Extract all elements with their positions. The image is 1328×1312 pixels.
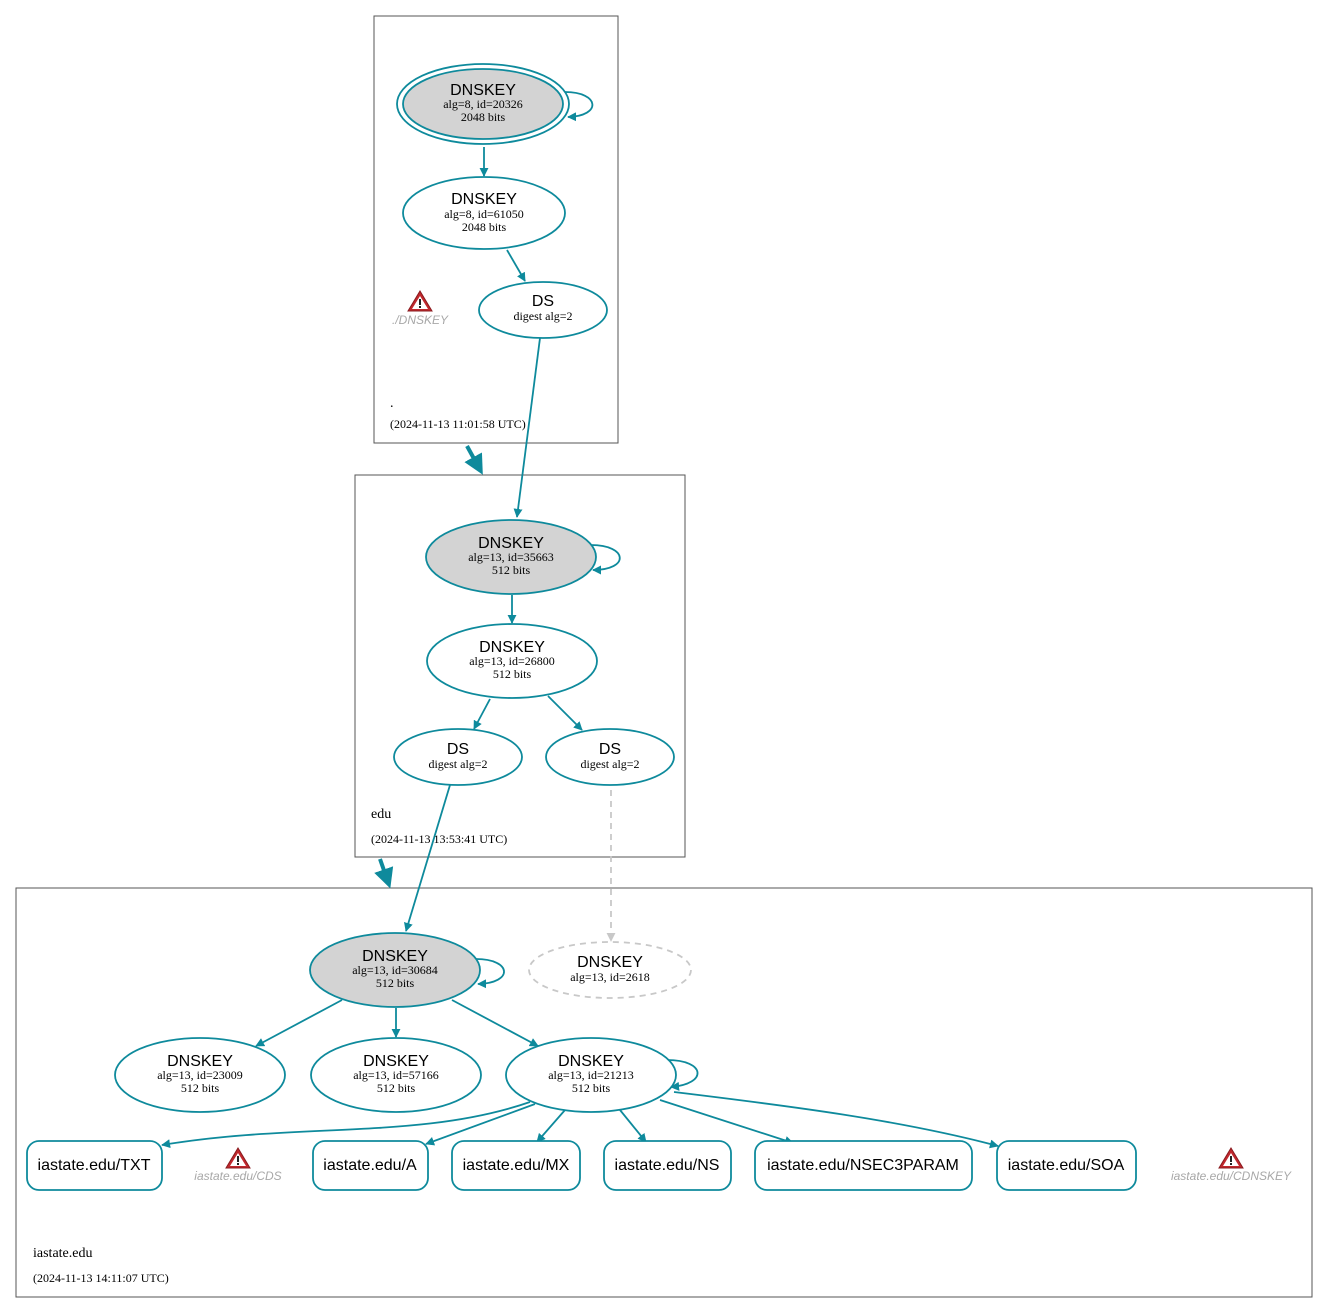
edges	[161, 91, 999, 1149]
warning-ia-cdnskey[interactable]: iastate.edu/CDNSKEY	[1171, 1147, 1292, 1183]
warning-icon	[407, 290, 433, 312]
rrset-label: iastate.edu/TXT	[38, 1157, 151, 1174]
rrset-nsec3param[interactable]: iastate.edu/NSEC3PARAM	[754, 1140, 973, 1191]
rrset-a[interactable]: iastate.edu/A	[312, 1140, 429, 1191]
node-title: DS	[447, 741, 469, 758]
zone-name-iastate: iastate.edu	[33, 1246, 92, 1261]
node-detail: alg=13, id=21213	[548, 1068, 634, 1082]
node-title: DNSKEY	[478, 535, 544, 552]
node-detail: digest alg=2	[428, 757, 487, 771]
node-detail: 2048 bits	[461, 110, 506, 124]
rrset-txt[interactable]: iastate.edu/TXT	[26, 1140, 163, 1191]
node-detail: 512 bits	[376, 976, 415, 990]
node-detail: alg=13, id=2618	[570, 970, 650, 984]
node-title: DNSKEY	[362, 948, 428, 965]
zone-box-iastate	[15, 887, 1313, 1298]
edge-ia-k3-ns	[619, 1109, 647, 1143]
edge-ia-ksk-k3	[451, 999, 539, 1047]
node-title: DS	[599, 741, 621, 758]
node-detail: 512 bits	[492, 563, 531, 577]
warning-label: iastate.edu/CDNSKEY	[1171, 1169, 1292, 1183]
warning-icon	[1218, 1147, 1244, 1169]
zone-time-edu: (2024-11-13 13:53:41 UTC)	[371, 832, 507, 846]
node-ia-key-21213[interactable]: DNSKEY alg=13, id=21213 512 bits	[505, 1037, 677, 1113]
delegation-arrow-root-edu	[464, 445, 483, 475]
node-title: DS	[532, 293, 554, 310]
node-detail: alg=13, id=30684	[352, 963, 438, 977]
node-detail: alg=8, id=61050	[444, 207, 524, 221]
node-root-zsk[interactable]: DNSKEY alg=8, id=61050 2048 bits	[402, 176, 566, 250]
node-detail: alg=13, id=26800	[469, 654, 555, 668]
warning-root-dnskey[interactable]: ./DNSKEY	[392, 290, 449, 327]
edge-ia-ksk-k1	[255, 999, 343, 1047]
node-edu-ds1[interactable]: DS digest alg=2	[393, 728, 523, 786]
edge-ia-k3-txt	[161, 1101, 531, 1149]
rrset-label: iastate.edu/MX	[463, 1157, 570, 1174]
node-detail: 512 bits	[572, 1081, 611, 1095]
node-edu-zsk[interactable]: DNSKEY alg=13, id=26800 512 bits	[426, 623, 598, 699]
edge-ia-k3-a	[425, 1103, 536, 1146]
node-ia-key-23009[interactable]: DNSKEY alg=13, id=23009 512 bits	[114, 1037, 286, 1113]
rrset-mx[interactable]: iastate.edu/MX	[451, 1140, 581, 1191]
node-root-ksk[interactable]: DNSKEY alg=8, id=20326 2048 bits	[396, 63, 570, 145]
edge-ia-ksk-self	[475, 958, 505, 989]
rrset-label: iastate.edu/NS	[615, 1157, 720, 1174]
rrset-label: iastate.edu/A	[323, 1157, 417, 1174]
zone-name-edu: edu	[371, 807, 391, 822]
node-title: DNSKEY	[479, 639, 545, 656]
node-ia-missing-dnskey[interactable]: DNSKEY alg=13, id=2618	[528, 941, 692, 999]
edge-edu-zsk-ds1	[473, 698, 491, 730]
edge-root-ksk-self	[564, 91, 594, 122]
zone-box-edu	[354, 474, 686, 858]
node-detail: 512 bits	[181, 1081, 220, 1095]
node-detail: digest alg=2	[580, 757, 639, 771]
rrset-soa[interactable]: iastate.edu/SOA	[996, 1140, 1137, 1191]
rrset-label: iastate.edu/SOA	[1008, 1157, 1125, 1174]
rrset-label: iastate.edu/NSEC3PARAM	[767, 1157, 959, 1174]
edge-edu-zsk-ds2	[547, 695, 583, 731]
delegation-arrow-edu-iastate	[374, 858, 394, 889]
node-detail: 512 bits	[377, 1081, 416, 1095]
zone-time-iastate: (2024-11-13 14:11:07 UTC)	[33, 1271, 169, 1285]
node-title: DNSKEY	[167, 1053, 233, 1070]
node-ia-key-57166[interactable]: DNSKEY alg=13, id=57166 512 bits	[310, 1037, 482, 1113]
node-detail: 2048 bits	[462, 220, 507, 234]
warning-label: ./DNSKEY	[392, 313, 449, 327]
zone-box-root	[373, 15, 619, 444]
edge-ia-k3-mx	[536, 1109, 566, 1143]
node-edu-ksk[interactable]: DNSKEY alg=13, id=35663 512 bits	[425, 519, 597, 595]
zone-time-root: (2024-11-13 11:01:58 UTC)	[390, 417, 526, 431]
node-detail: alg=13, id=35663	[468, 550, 554, 564]
node-title: DNSKEY	[450, 82, 516, 99]
warning-icon	[225, 1147, 251, 1169]
rrset-ns[interactable]: iastate.edu/NS	[603, 1140, 732, 1191]
zone-name-root: .	[390, 396, 394, 411]
edge-ia-k3-soa	[673, 1091, 999, 1149]
edge-edu-ds1-ia-ksk	[404, 784, 451, 932]
edge-ia-k3-self	[666, 1059, 699, 1091]
edge-root-zsk-ds	[506, 249, 526, 282]
warning-label: iastate.edu/CDS	[194, 1169, 281, 1183]
edge-ia-k3-nsec3param	[659, 1099, 794, 1145]
node-title: DNSKEY	[363, 1053, 429, 1070]
node-detail: alg=13, id=23009	[157, 1068, 243, 1082]
node-detail: alg=13, id=57166	[353, 1068, 439, 1082]
node-title: DNSKEY	[451, 191, 517, 208]
node-detail: 512 bits	[493, 667, 532, 681]
warning-ia-cds[interactable]: iastate.edu/CDS	[194, 1147, 282, 1183]
node-title: DNSKEY	[577, 954, 643, 971]
node-edu-ds2[interactable]: DS digest alg=2	[545, 728, 675, 786]
node-detail: alg=8, id=20326	[443, 97, 523, 111]
node-detail: digest alg=2	[513, 309, 572, 323]
node-root-ds[interactable]: DS digest alg=2	[478, 281, 608, 339]
edge-root-ds-edu-ksk	[513, 337, 541, 518]
node-ia-ksk[interactable]: DNSKEY alg=13, id=30684 512 bits	[309, 932, 481, 1008]
node-title: DNSKEY	[558, 1053, 624, 1070]
edge-edu-ksk-self	[590, 544, 621, 575]
